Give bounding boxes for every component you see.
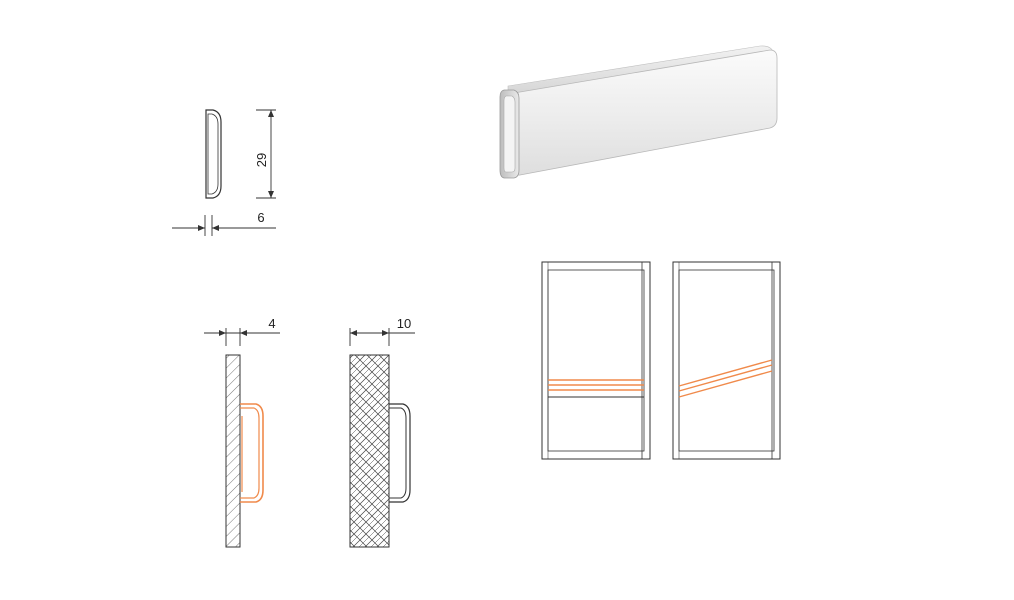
profile-inner-outline	[207, 113, 219, 195]
thick-panel-rail-inner	[389, 407, 407, 499]
thick-panel-label: 10	[397, 316, 411, 331]
thin-panel-rail-inner	[240, 407, 260, 499]
profile-outline	[205, 109, 222, 199]
thick-panel-section	[349, 354, 411, 548]
depth-dimension: 6	[172, 210, 276, 236]
thin-panel-dimension: 4	[204, 316, 280, 346]
depth-label: 6	[257, 210, 264, 225]
thick-panel-dimension: 10	[349, 316, 415, 346]
height-dimension: 29	[254, 109, 276, 199]
thin-panel-label: 4	[268, 316, 275, 331]
height-label: 29	[254, 153, 269, 167]
thick-panel-rail	[389, 403, 411, 503]
door-frame-diagonal	[672, 261, 781, 460]
thin-panel	[225, 354, 241, 548]
profile-cross-section	[205, 109, 222, 199]
rail-end-inner	[503, 95, 516, 173]
thick-panel	[349, 354, 390, 548]
thin-panel-rail	[240, 403, 264, 503]
rail-profile-3d-icon	[499, 45, 778, 179]
thin-panel-section	[225, 354, 264, 548]
door-frame-straight	[541, 261, 651, 460]
